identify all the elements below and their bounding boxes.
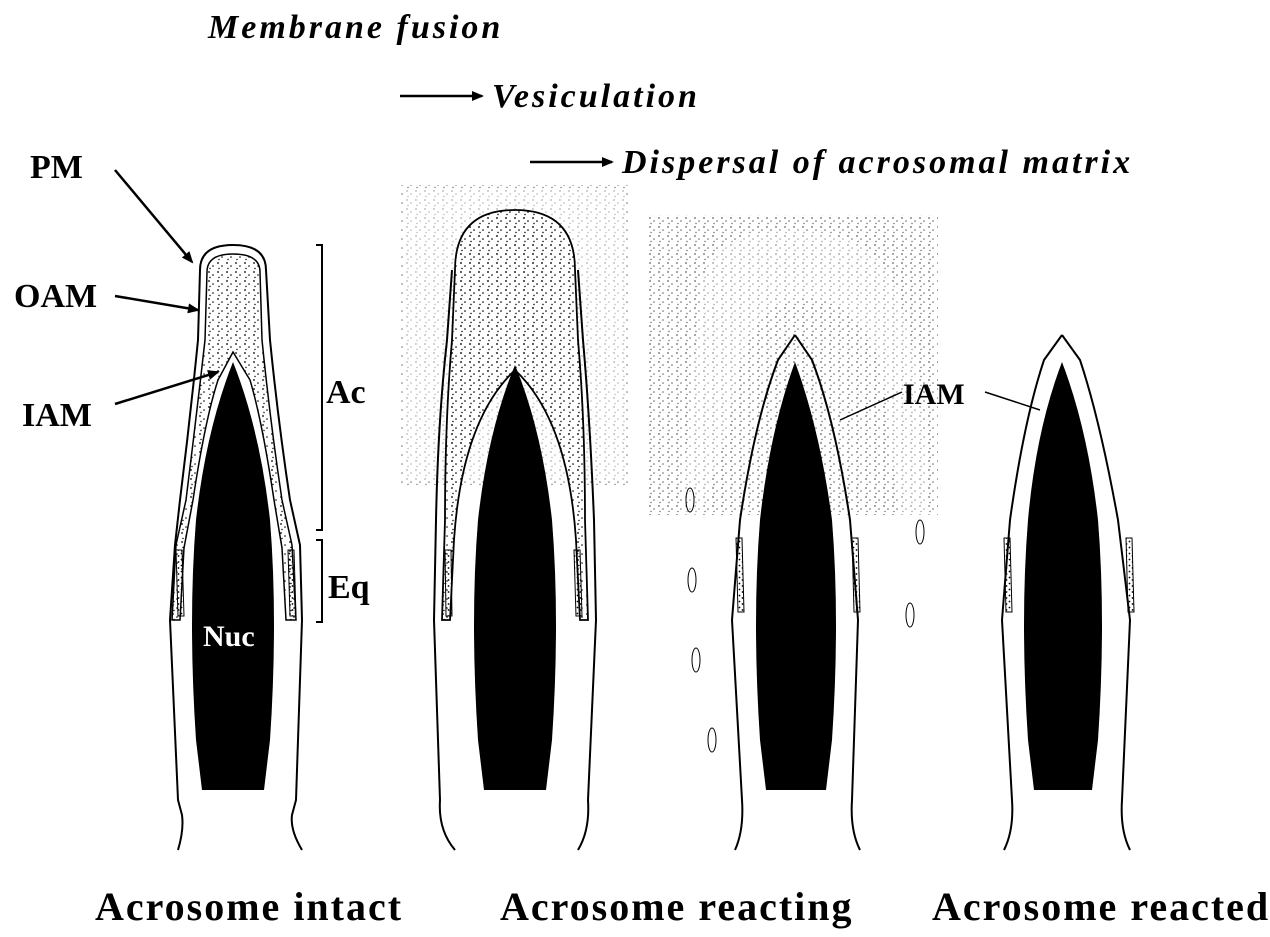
label-iam-reacting: IAM xyxy=(903,378,965,411)
label-iam: IAM xyxy=(22,397,92,434)
process-step-dispersal: Dispersal of acrosomal matrix xyxy=(621,144,1133,181)
sperm-acrosome-intact xyxy=(170,245,302,850)
sperm-acrosome-reacted xyxy=(1002,335,1134,850)
caption-acrosome-reacting: Acrosome reacting xyxy=(500,884,854,929)
eq-bracket xyxy=(316,540,322,622)
ac-bracket xyxy=(316,245,322,530)
label-nuc: Nuc xyxy=(203,620,255,653)
label-oam: OAM xyxy=(14,278,97,315)
process-step-membrane-fusion: Membrane fusion xyxy=(207,9,503,46)
sperm-acrosome-reacting xyxy=(400,185,630,850)
caption-acrosome-reacted: Acrosome reacted xyxy=(932,884,1270,929)
label-pm: PM xyxy=(30,149,83,186)
caption-acrosome-intact: Acrosome intact xyxy=(95,884,403,929)
label-ac: Ac xyxy=(326,374,366,411)
sperm-matrix-dispersal xyxy=(648,215,938,850)
label-eq: Eq xyxy=(328,569,370,606)
process-step-vesiculation: Vesiculation xyxy=(492,78,700,115)
